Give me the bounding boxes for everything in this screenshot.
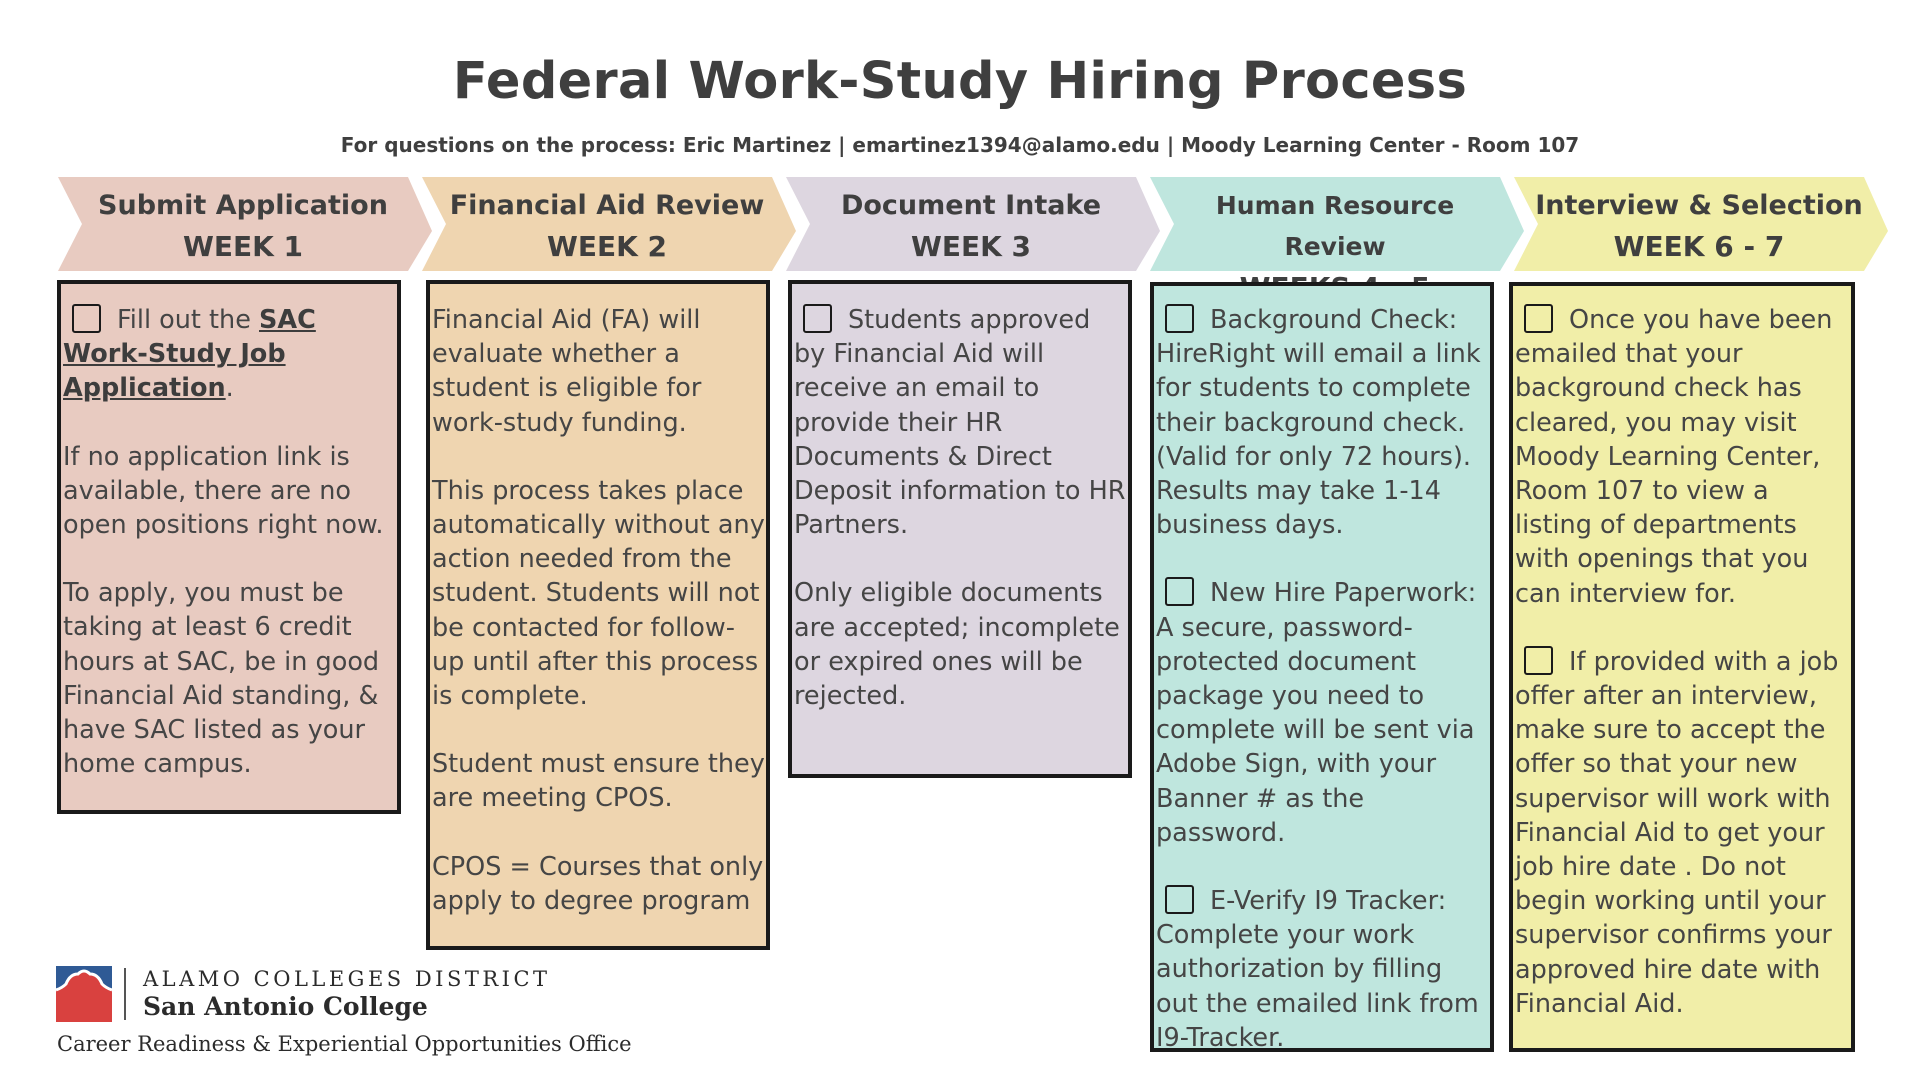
stage-4-name: Human Resource Review [1215, 191, 1455, 261]
arrow-stage-1 [58, 177, 432, 271]
checkbox[interactable] [1165, 577, 1194, 607]
stage-2-paragraph: Student must ensure they are meeting CPO… [432, 749, 765, 814]
stage-2-week: WEEK 2 [546, 230, 668, 263]
stage-3-name: Document Intake [840, 190, 1102, 221]
stage-5-box: Once you have been emailed that your bac… [1509, 282, 1855, 1052]
stage-5-check-item: If provided with a job offer after an in… [1515, 645, 1839, 1019]
contact-line: For questions on the process: Eric Marti… [340, 133, 1580, 157]
stage-2-label: Financial Aid Review WEEK 2 [442, 185, 772, 267]
checkbox[interactable] [72, 304, 101, 333]
stage-1-box: Fill out the SAC Work-Study Job Applicat… [57, 280, 401, 814]
arrow-stage-2 [422, 177, 796, 271]
checkbox[interactable] [1524, 304, 1553, 333]
stage-4-box: Background Check: HireRight will email a… [1150, 282, 1494, 1053]
stage-2-paragraph: Financial Aid (FA) will evaluate whether… [432, 305, 702, 438]
office-name: Career Readiness & Experiential Opportun… [57, 1032, 632, 1056]
stage-1-name: Submit Application [98, 190, 388, 221]
stage-5-label: Interview & Selection WEEK 6 - 7 [1534, 185, 1864, 267]
stage-2-name: Financial Aid Review [449, 190, 765, 221]
district-name: ALAMO COLLEGES DISTRICT [143, 967, 551, 991]
stage-3-paragraph: Only eligible documents are accepted; in… [794, 578, 1120, 712]
stage-2-paragraph: This process takes place automatically w… [432, 475, 765, 712]
stage-5-check-item: Once you have been emailed that your bac… [1515, 304, 1833, 609]
stage-4-check-item: New Hire Paperwork: A secure, password-p… [1156, 577, 1477, 848]
stage-3-box: Students approved by Financial Aid will … [788, 280, 1132, 778]
stage-3-label: Document Intake WEEK 3 [806, 185, 1136, 267]
checkbox[interactable] [1165, 885, 1194, 915]
stage-1-paragraph: To apply, you must be taking at least 6 … [63, 578, 380, 780]
arrow-stage-4 [1150, 177, 1524, 271]
stage-4-check-item: Background Check: HireRight will email a… [1156, 304, 1481, 541]
page-title: Federal Work-Study Hiring Process [452, 52, 1468, 111]
stage-1-week: WEEK 1 [182, 230, 304, 263]
application-link[interactable]: SAC Work-Study Job Application [63, 305, 316, 404]
stage-1-paragraph: If no application link is available, the… [63, 441, 384, 541]
arrow-stage-3 [786, 177, 1160, 271]
stage-2-box: Financial Aid (FA) will evaluate whether… [426, 280, 770, 950]
stage-3-week: WEEK 3 [910, 230, 1032, 263]
checkbox[interactable] [1524, 645, 1553, 675]
alamo-colleges-logo [56, 966, 112, 1022]
checkbox[interactable] [803, 304, 832, 333]
stage-5-week: WEEK 6 - 7 [1613, 230, 1785, 263]
stage-1-check-item: Fill out the SAC Work-Study Job Applicat… [63, 304, 316, 404]
arrow-stage-5 [1514, 177, 1888, 271]
stage-3-check-item: Students approved by Financial Aid will … [794, 304, 1126, 541]
stage-5-name: Interview & Selection [1535, 190, 1863, 221]
stage-4-check-item: E-Verify I9 Tracker: Complete your work … [1156, 885, 1479, 1053]
logo-divider [124, 968, 126, 1020]
stage-2-paragraph: CPOS = Courses that only apply to degree… [432, 851, 764, 916]
stage-1-label: Submit Application WEEK 1 [78, 185, 408, 267]
checkbox[interactable] [1165, 304, 1194, 333]
college-name: San Antonio College [143, 992, 428, 1021]
